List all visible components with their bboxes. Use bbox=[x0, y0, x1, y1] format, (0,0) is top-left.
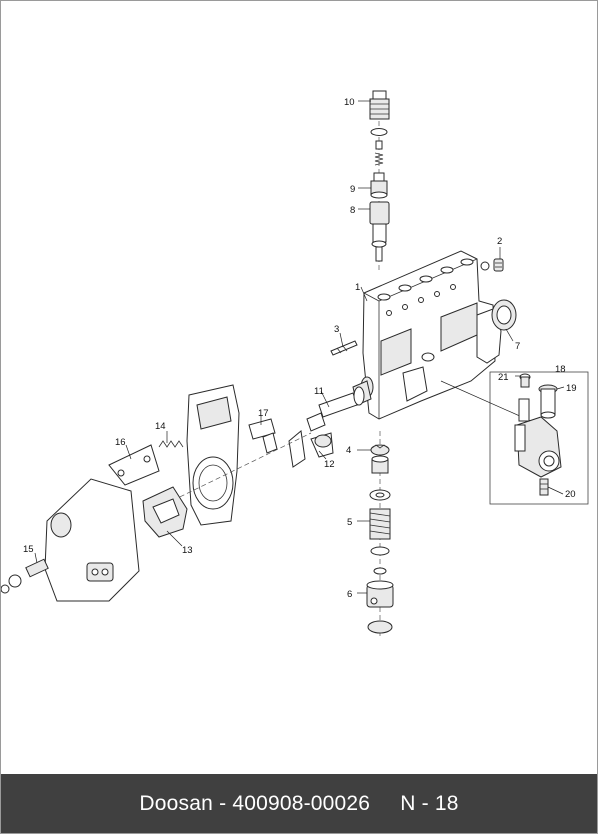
part-21-bolt bbox=[518, 373, 531, 422]
feed-pump-guide-line bbox=[440, 380, 532, 422]
callout-18: 18 bbox=[555, 364, 566, 375]
part-17-lever bbox=[248, 418, 278, 454]
part-6-roller-tappet bbox=[366, 580, 394, 608]
part-9-delivery-valve bbox=[370, 172, 388, 199]
footer-separator: - bbox=[219, 791, 227, 815]
callout-15: 15 bbox=[23, 544, 34, 555]
callout-13: 13 bbox=[182, 545, 193, 556]
footer-part-number: 400908-00026 bbox=[232, 791, 371, 815]
callout-10: 10 bbox=[344, 97, 355, 108]
part-12-bearing-cover bbox=[310, 432, 334, 458]
tappet-roller bbox=[367, 620, 393, 634]
callout-4: 4 bbox=[346, 445, 351, 456]
callout-9: 9 bbox=[350, 184, 355, 195]
footer-page-ref: N - 18 bbox=[400, 791, 459, 815]
valve-stopper bbox=[375, 140, 383, 150]
part-2-bolt bbox=[480, 258, 504, 272]
control-sleeve bbox=[371, 455, 389, 474]
leader-lines bbox=[34, 100, 565, 594]
part-12-gasket bbox=[288, 430, 306, 468]
lower-spring-seat bbox=[370, 546, 390, 556]
part-7-oil-seal bbox=[491, 299, 517, 331]
part-1-pump-housing bbox=[360, 250, 502, 420]
part-8-plunger-barrel bbox=[369, 201, 390, 262]
part-5-plunger-spring bbox=[369, 508, 391, 540]
valve-spring bbox=[374, 152, 384, 166]
upper-spring-seat-bore bbox=[375, 492, 385, 498]
callout-17: 17 bbox=[258, 408, 269, 419]
callout-7: 7 bbox=[515, 341, 520, 352]
part-16-link-plate bbox=[108, 444, 160, 486]
footer-brand: Doosan bbox=[139, 791, 214, 815]
footer-bar: Doosan - 400908-00026 N - 18 bbox=[1, 774, 597, 833]
part-14-spring bbox=[158, 440, 184, 448]
part-18-group-box bbox=[489, 371, 589, 505]
callout-19: 19 bbox=[566, 383, 577, 394]
governor-axis bbox=[150, 432, 312, 512]
part-4-roller-tappet-ring bbox=[370, 444, 390, 456]
plunger-end bbox=[373, 567, 387, 575]
part-19-plug bbox=[538, 384, 558, 419]
governor-housing bbox=[186, 384, 240, 526]
part-3-stud bbox=[330, 340, 358, 356]
callout-14: 14 bbox=[155, 421, 166, 432]
part-18-feed-pump-body bbox=[514, 416, 562, 478]
callout-8: 8 bbox=[350, 205, 355, 216]
governor-rear-cover bbox=[44, 478, 140, 602]
callout-6: 6 bbox=[347, 589, 352, 600]
callout-11: 11 bbox=[314, 386, 324, 397]
callout-12: 12 bbox=[324, 459, 335, 470]
callout-5: 5 bbox=[347, 517, 352, 528]
part-20-screw bbox=[539, 478, 549, 496]
callout-1: 1 bbox=[355, 282, 360, 293]
gasket-ring bbox=[370, 128, 388, 136]
callout-21: 21 bbox=[498, 372, 509, 383]
callout-2: 2 bbox=[497, 236, 502, 247]
callout-labels: 10 9 8 2 1 3 7 18 21 19 11 17 14 16 4 12… bbox=[23, 97, 577, 600]
part-10-delivery-valve-holder bbox=[369, 90, 390, 120]
exploded-parts-diagram: 10 9 8 2 1 3 7 18 21 19 11 17 14 16 4 12… bbox=[1, 90, 589, 636]
callout-16: 16 bbox=[115, 437, 126, 448]
part-15-adjusting-screw bbox=[1, 558, 49, 594]
callout-3: 3 bbox=[334, 324, 339, 335]
part-13-flyweight bbox=[142, 486, 188, 538]
callout-20: 20 bbox=[565, 489, 576, 500]
part-11-camshaft bbox=[306, 380, 372, 432]
